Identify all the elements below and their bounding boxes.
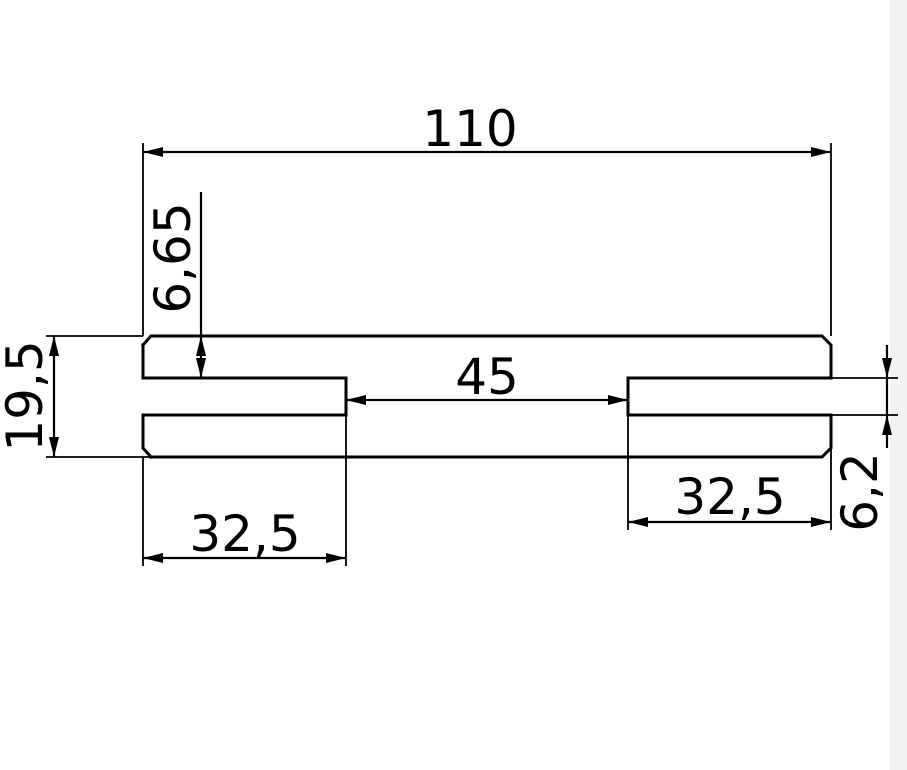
arrow-325l-right [326,553,346,563]
arrow-325r-right [811,517,831,527]
dim-overall-width: 110 [142,100,832,336]
dim-label-62: 6,2 [831,452,889,532]
arrow-62-top [882,358,892,378]
arrow-325r-left [628,517,648,527]
arrow-325l-left [143,553,163,563]
dim-left-flange-width: 32,5 [142,415,347,566]
canvas-edge-strip [890,0,907,770]
arrow-left [143,147,163,157]
dim-label-325-right: 32,5 [674,468,785,526]
arrow-665-top [196,336,206,356]
dim-right-flange-thickness: 6,2 [831,345,898,532]
profile-right-lip [626,376,833,417]
profile-bottom-edge [149,413,833,459]
arrow-195-top [49,336,59,356]
dim-right-flange-width: 32,5 [627,415,832,530]
dim-label-195: 19,5 [0,340,54,451]
arrow-195-bottom [49,437,59,457]
arrow-62-bottom [882,415,892,435]
dim-slot-width: 45 [346,348,628,406]
arrow-665-bottom [196,358,206,378]
arrow-right [811,147,831,157]
dim-label-110: 110 [422,100,517,158]
arrow-45-left [346,395,366,405]
profile-left-upper-lip [141,343,348,460]
profile-top-edge [140,334,833,380]
dim-label-665: 6,65 [144,202,202,313]
dim-label-45: 45 [455,348,519,406]
arrow-45-right [608,395,628,405]
dim-flange-thickness: 6,65 [144,192,206,378]
dim-overall-height: 19,5 [0,335,151,458]
dim-label-325-left: 32,5 [189,505,300,563]
